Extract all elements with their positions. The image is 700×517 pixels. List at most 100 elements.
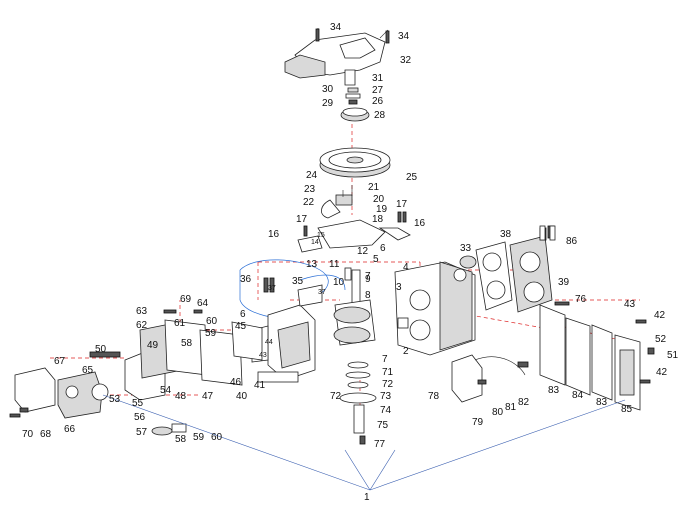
callout-80: 80 <box>492 407 504 418</box>
callout-60a: 60 <box>206 316 218 327</box>
callout-30: 30 <box>322 84 334 95</box>
callout-55: 55 <box>132 398 144 409</box>
callout-58a: 58 <box>181 338 193 349</box>
callout-65: 65 <box>82 365 94 376</box>
callout-38: 38 <box>500 229 512 240</box>
callout-17a: 17 <box>296 214 308 225</box>
callout-26: 26 <box>372 96 384 107</box>
callout-29: 29 <box>322 98 334 109</box>
callout-79: 79 <box>472 417 484 428</box>
callout-49: 49 <box>147 340 159 351</box>
callout-78: 78 <box>428 391 440 402</box>
callout-70: 70 <box>22 429 34 440</box>
callout-57: 57 <box>136 427 148 438</box>
callout-7a: 7 <box>382 354 388 365</box>
callout-32: 32 <box>400 55 412 66</box>
callout-43b: 43 <box>259 352 267 359</box>
callout-9: 9 <box>365 274 371 285</box>
callout-72a: 72 <box>382 379 394 390</box>
callout-34a: 34 <box>330 22 342 33</box>
callout-73: 73 <box>380 391 392 402</box>
callout-62: 62 <box>136 320 148 331</box>
callout-47: 47 <box>202 391 214 402</box>
callout-labels: 1 2 3 4 5 6 6 7 7 8 9 10 11 12 13 14 15 … <box>22 22 679 503</box>
callout-1: 1 <box>364 492 370 503</box>
callout-46: 46 <box>230 377 242 388</box>
callout-19: 19 <box>376 204 388 215</box>
callout-33: 33 <box>460 243 472 254</box>
callout-69: 69 <box>180 294 192 305</box>
callout-42b: 42 <box>656 367 668 378</box>
callout-12: 12 <box>357 246 369 257</box>
callout-40: 40 <box>236 391 248 402</box>
callout-8: 8 <box>365 290 371 301</box>
callout-82: 82 <box>518 397 530 408</box>
callout-81: 81 <box>505 402 517 413</box>
callout-74: 74 <box>380 405 392 416</box>
callout-37b: 37 <box>318 289 326 296</box>
callout-83b: 83 <box>596 397 608 408</box>
callout-60b: 60 <box>211 432 223 443</box>
callout-53: 53 <box>109 394 121 405</box>
spark-plugs <box>459 225 556 269</box>
callout-25: 25 <box>406 172 418 183</box>
callout-51: 51 <box>667 350 679 361</box>
callout-59b: 59 <box>193 432 205 443</box>
callout-77: 77 <box>374 439 386 450</box>
callout-11: 11 <box>329 259 340 270</box>
callout-76: 76 <box>575 294 587 305</box>
callout-44: 44 <box>265 339 273 346</box>
callout-35: 35 <box>292 276 304 287</box>
callout-75: 75 <box>377 420 389 431</box>
callout-28: 28 <box>374 110 386 121</box>
callout-36: 36 <box>240 274 252 285</box>
cylinder-head-cover <box>475 225 555 313</box>
ignition-coil <box>451 354 529 403</box>
callout-48: 48 <box>175 391 187 402</box>
callout-45: 45 <box>235 321 247 332</box>
fasteners <box>9 28 655 418</box>
callout-4: 4 <box>403 262 409 273</box>
callout-43a: 43 <box>624 299 636 310</box>
callout-5: 5 <box>373 254 379 265</box>
callout-50: 50 <box>95 344 107 355</box>
callout-16b: 16 <box>414 218 426 229</box>
callout-17b: 17 <box>396 199 408 210</box>
callout-18: 18 <box>372 214 384 225</box>
callout-61: 61 <box>174 318 186 329</box>
callout-85: 85 <box>621 404 633 415</box>
callout-22: 22 <box>303 197 315 208</box>
intake-silencer <box>14 367 109 419</box>
item-1-leader-fan <box>102 394 626 491</box>
callout-31: 31 <box>372 73 384 84</box>
callout-63: 63 <box>136 306 148 317</box>
callout-10: 10 <box>333 277 345 288</box>
callout-56: 56 <box>134 412 146 423</box>
carburetor-assembly <box>89 319 263 436</box>
callout-34b: 34 <box>398 31 410 42</box>
callout-71: 71 <box>382 367 394 378</box>
callout-54: 54 <box>160 385 172 396</box>
callout-67: 67 <box>54 356 66 367</box>
callout-72b: 72 <box>330 391 342 402</box>
intake-manifold <box>251 277 323 383</box>
callout-59a: 59 <box>205 328 217 339</box>
callout-84: 84 <box>572 390 584 401</box>
callout-3: 3 <box>396 282 402 293</box>
callout-41: 41 <box>254 380 266 391</box>
callout-83a: 83 <box>548 385 560 396</box>
callout-14: 14 <box>311 239 319 246</box>
callout-20: 20 <box>373 194 385 205</box>
callout-23: 23 <box>304 184 316 195</box>
callout-86: 86 <box>566 236 578 247</box>
crankcase-block <box>394 261 476 356</box>
callout-16a: 16 <box>268 229 280 240</box>
callout-64: 64 <box>197 298 209 309</box>
stator-plate-assembly <box>297 185 411 253</box>
callout-37a: 37 <box>268 285 276 292</box>
flywheel <box>319 147 391 178</box>
callout-13: 13 <box>306 259 318 270</box>
callout-6a: 6 <box>380 243 386 254</box>
callout-58b: 58 <box>175 434 187 445</box>
